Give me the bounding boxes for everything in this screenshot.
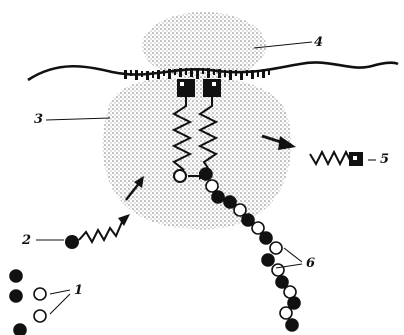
free-amino-acids	[10, 270, 46, 335]
large-subunit	[103, 78, 292, 230]
incoming-trna	[65, 214, 130, 249]
label-1: 1	[74, 284, 83, 297]
label-4: 4	[314, 36, 323, 49]
label-6: 6	[306, 257, 315, 270]
label-3: 3	[34, 113, 43, 126]
label-5: 5	[380, 153, 389, 166]
exiting-trna	[310, 152, 362, 165]
label-2: 2	[22, 234, 31, 247]
